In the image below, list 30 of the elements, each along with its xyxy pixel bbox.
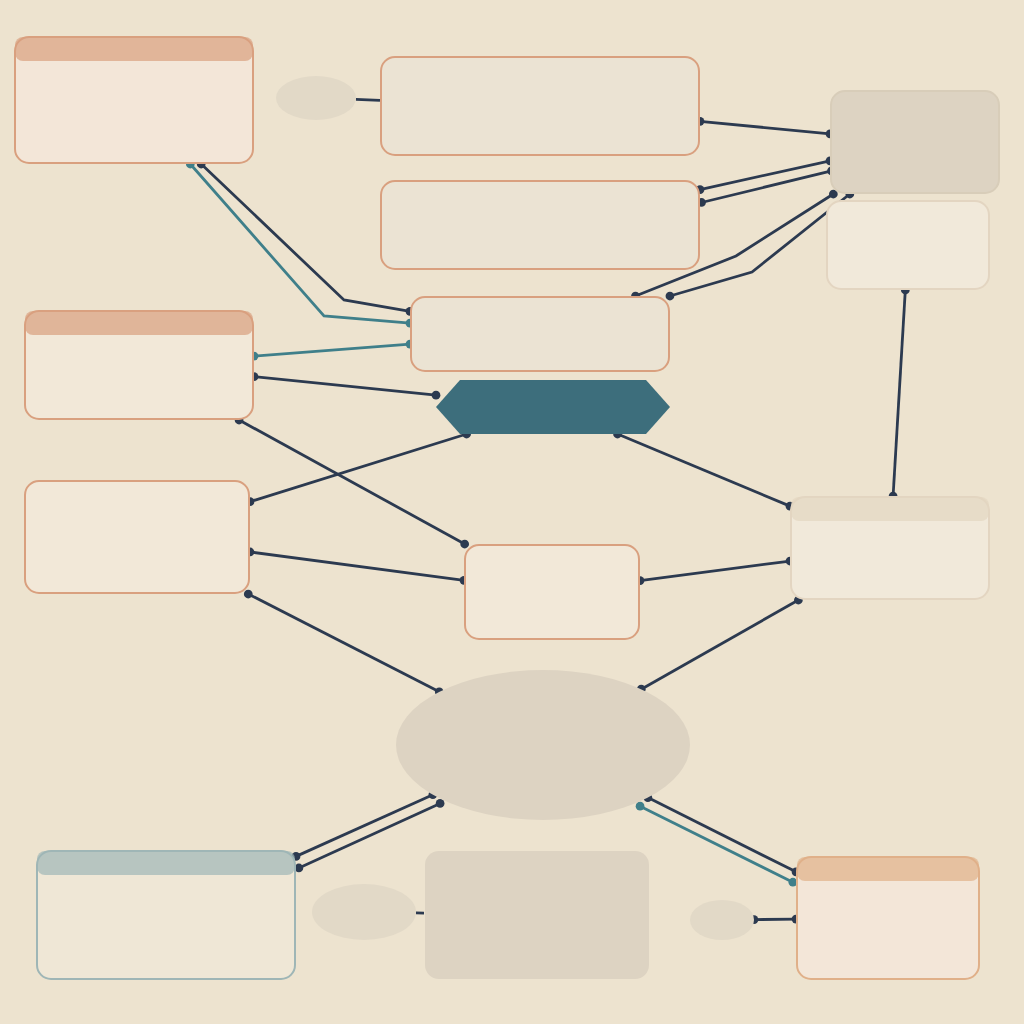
connector-line — [291, 790, 438, 861]
card — [796, 856, 980, 980]
card — [380, 180, 700, 270]
connector-line — [631, 189, 838, 301]
connector-line — [888, 285, 910, 501]
bubble — [276, 76, 356, 120]
bubble — [396, 670, 690, 820]
card — [24, 310, 254, 420]
card — [14, 36, 254, 164]
connector-line — [749, 914, 801, 924]
card — [830, 90, 1000, 194]
connector-line — [636, 595, 803, 694]
connector-line — [294, 799, 445, 873]
bubble — [312, 884, 416, 940]
connector-line — [665, 189, 855, 301]
card — [410, 296, 670, 372]
connector-line — [243, 589, 444, 697]
arrow-banner — [436, 380, 670, 434]
card — [380, 56, 700, 156]
connector-line — [613, 429, 795, 511]
bubble — [690, 900, 754, 940]
connector-line — [355, 98, 381, 102]
card — [424, 850, 650, 980]
connector-line — [234, 415, 470, 549]
card — [826, 200, 990, 290]
connector-line — [695, 156, 835, 194]
card — [36, 850, 296, 980]
card — [24, 480, 250, 594]
card — [464, 544, 640, 640]
card — [790, 496, 990, 600]
